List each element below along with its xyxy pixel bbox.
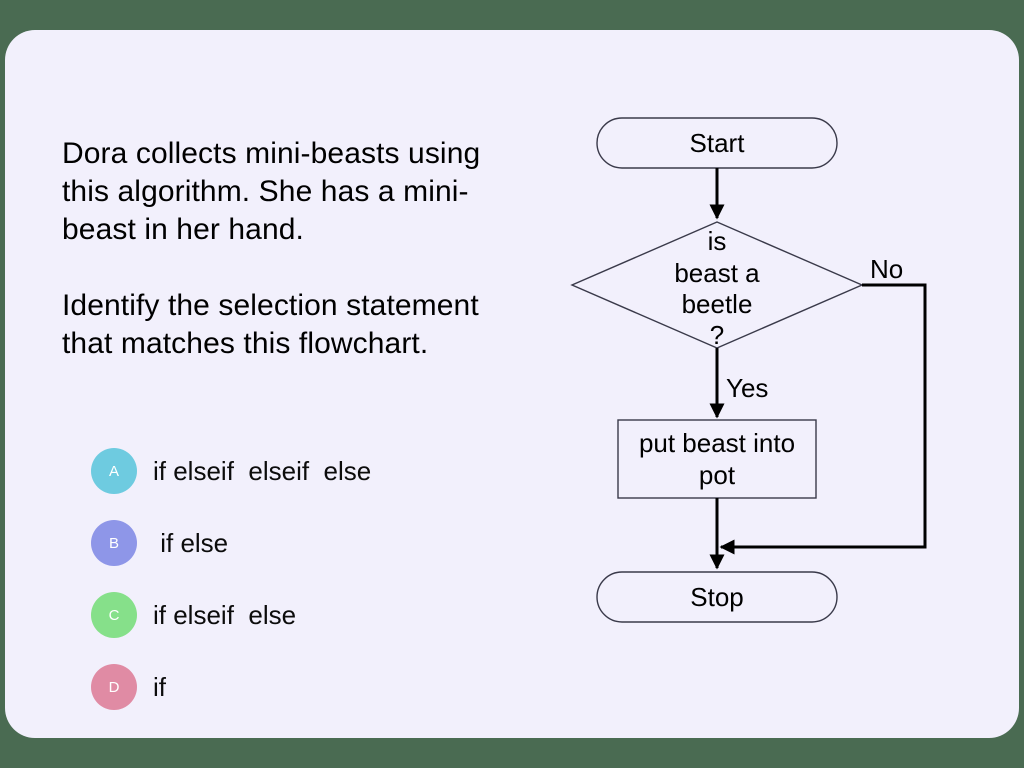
option-badge-c: C bbox=[91, 592, 137, 638]
decision-label-line-2: beast a bbox=[674, 258, 760, 288]
edge-yes-label: Yes bbox=[726, 373, 768, 403]
option-badge-a: A bbox=[91, 448, 137, 494]
question-paragraph-2: Identify the selection statement that ma… bbox=[62, 289, 479, 360]
option-label-a: if elseif elseif else bbox=[153, 455, 372, 486]
slide-card: Dora collects mini-beasts using this alg… bbox=[5, 30, 1019, 738]
stop-terminator bbox=[596, 571, 838, 623]
edge-no bbox=[719, 283, 927, 555]
option-badge-d: D bbox=[91, 664, 137, 710]
flowchart-diagram: Start is beast a beetle ? Yes put beast … bbox=[515, 60, 1015, 660]
option-row-c[interactable]: C if elseif else bbox=[91, 579, 531, 651]
decision-label-line-1: is bbox=[708, 226, 727, 256]
option-badge-b: B bbox=[91, 520, 137, 566]
start-label: Start bbox=[690, 128, 746, 158]
process-label-line-1: put beast into bbox=[639, 428, 795, 458]
option-row-b[interactable]: B if else bbox=[91, 507, 531, 579]
option-label-b: if else bbox=[153, 527, 229, 558]
question-panel: Dora collects mini-beasts using this alg… bbox=[62, 135, 532, 363]
options-list: A if elseif elseif else B if else C if e… bbox=[91, 435, 531, 723]
decision-label-line-3: beetle bbox=[682, 289, 753, 319]
stop-label: Stop bbox=[690, 582, 744, 612]
question-paragraph-1: Dora collects mini-beasts using this alg… bbox=[62, 137, 481, 246]
edge-no-label: No bbox=[870, 254, 903, 284]
option-label-c: if elseif else bbox=[153, 599, 297, 630]
option-row-d[interactable]: D if bbox=[91, 651, 531, 723]
option-row-a[interactable]: A if elseif elseif else bbox=[91, 435, 531, 507]
option-label-d: if bbox=[153, 671, 166, 702]
process-label-line-2: pot bbox=[699, 460, 736, 490]
decision-label-line-4: ? bbox=[710, 320, 724, 350]
